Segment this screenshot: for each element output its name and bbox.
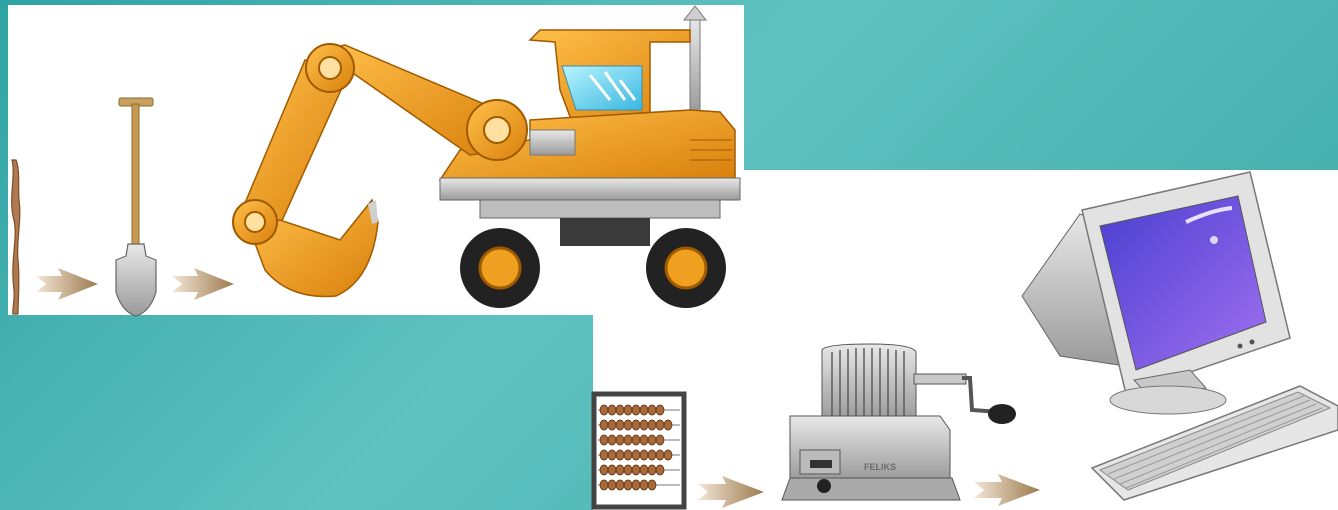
stick-icon [12, 160, 20, 314]
arrow-icon [36, 268, 98, 300]
arrow-icon [698, 476, 764, 508]
abacus-icon [594, 394, 684, 507]
arrow-icon [172, 268, 234, 300]
arithmometer-label: FELIKS [864, 462, 896, 472]
arithmometer-icon: FELIKS [782, 344, 1016, 500]
excavator-icon [233, 6, 740, 308]
computer-icon [1022, 172, 1338, 500]
shovel-icon [116, 98, 156, 316]
arrow-icon [974, 474, 1040, 506]
